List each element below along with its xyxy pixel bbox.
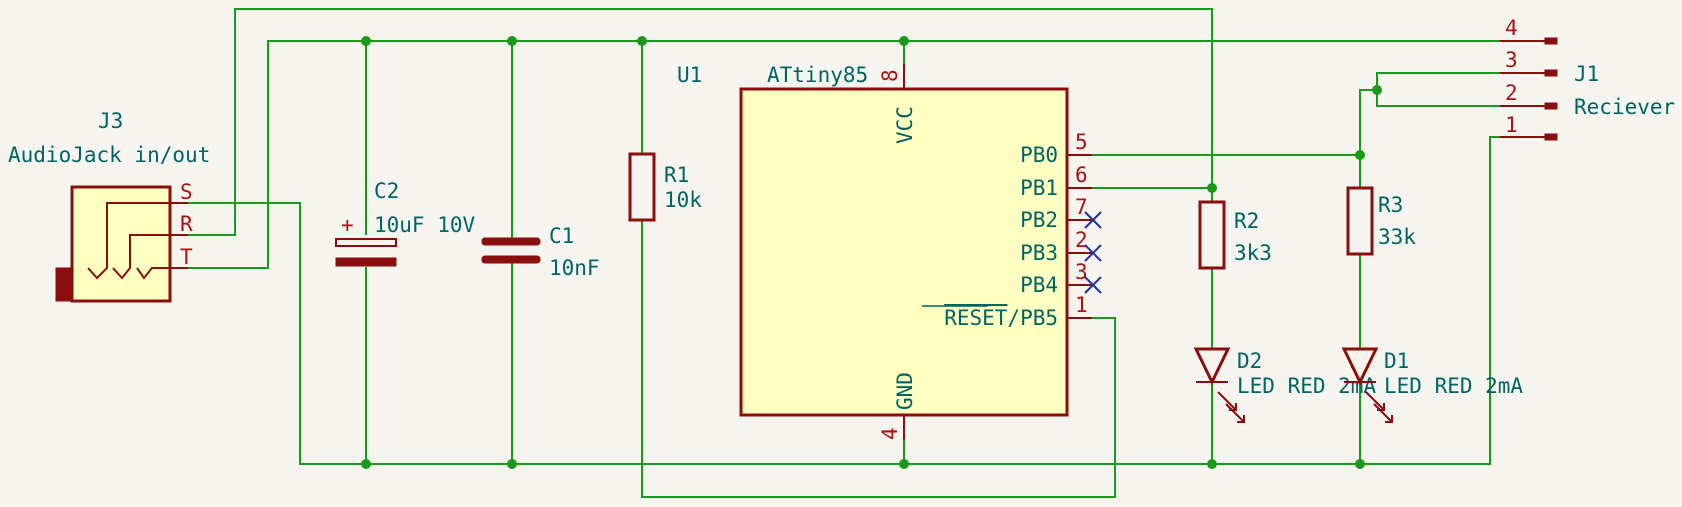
j3-body <box>70 185 172 303</box>
component-r3[interactable]: R3 33k <box>1346 186 1416 256</box>
u1-pin-name-pb5: RESET/PB5 <box>944 306 1058 330</box>
junction-dot <box>361 36 371 46</box>
u1-gnd-pin-num: 4 <box>878 427 902 440</box>
wire-j1-pin3 <box>1376 72 1545 90</box>
r2-value: 3k3 <box>1234 241 1272 265</box>
u1-pin-name-reset: RESET <box>944 306 1008 330</box>
j1-pin-num-2: 2 <box>1505 81 1518 105</box>
u1-pin-name-pb1: PB1 <box>1020 176 1058 200</box>
junction-dot <box>1355 459 1365 469</box>
r1-ref: R1 <box>664 163 689 187</box>
junction-dot <box>507 459 517 469</box>
j3-tip-contact <box>136 267 170 280</box>
c1-plate-bottom <box>481 255 541 264</box>
j1-value: Reciever <box>1574 95 1675 119</box>
r3-body <box>1346 186 1374 256</box>
u1-pin-num-7: 7 <box>1075 195 1088 219</box>
u1-pin-num-3: 3 <box>1075 260 1088 284</box>
j1-ref: J1 <box>1574 62 1599 86</box>
junctions <box>361 36 1382 469</box>
component-j3[interactable]: J3 AudioJack in/out S R T <box>8 109 210 303</box>
j3-ring-contact <box>112 234 170 280</box>
r2-ref: R2 <box>1234 209 1259 233</box>
u1-pin-num-1: 1 <box>1075 293 1088 317</box>
junction-dot <box>507 36 517 46</box>
u1-pin-num-6: 6 <box>1075 163 1088 187</box>
u1-ref: U1 <box>677 63 702 87</box>
junction-dot <box>1372 85 1382 95</box>
d2-ref: D2 <box>1237 349 1262 373</box>
j3-plug-stub <box>55 267 73 302</box>
no-connect-marker <box>1084 211 1102 229</box>
c1-ref: C1 <box>549 224 574 248</box>
wire-ring-net <box>188 8 1213 236</box>
component-c2[interactable]: + C2 10uF 10V <box>335 179 476 267</box>
no-connect-marker <box>1084 276 1102 294</box>
j3-pin-s: S <box>180 180 193 204</box>
u1-value: ATtiny85 <box>767 63 868 87</box>
d1-light-arrows <box>1365 391 1393 423</box>
d2-light-arrows <box>1217 391 1245 423</box>
junction-dot <box>637 36 647 46</box>
u1-vcc-pin-num: 8 <box>878 69 902 82</box>
j3-ref: J3 <box>98 109 123 133</box>
j1-pin-num-3: 3 <box>1505 48 1518 72</box>
j3-value: AudioJack in/out <box>8 143 210 167</box>
r1-value: 10k <box>664 188 702 212</box>
j1-pin-num-1: 1 <box>1505 113 1518 137</box>
junction-dot <box>899 459 909 469</box>
u1-pin-name-pb3: PB3 <box>1020 241 1058 265</box>
j1-pin-stub <box>1544 37 1558 45</box>
u1-body <box>739 87 1069 417</box>
j3-pin-r: R <box>180 212 193 236</box>
component-r2[interactable]: R2 3k3 <box>1198 200 1272 270</box>
d1-triangle <box>1341 347 1379 386</box>
c1-plate-top <box>481 237 541 246</box>
j1-pin-stub <box>1544 69 1558 77</box>
j1-pin-stub <box>1544 133 1558 141</box>
u1-pin-name-pb5-suffix: /PB5 <box>1007 306 1058 330</box>
junction-dot <box>1355 150 1365 160</box>
d2-triangle <box>1193 347 1231 386</box>
c1-value: 10nF <box>549 256 600 280</box>
component-r1[interactable]: R1 10k <box>628 152 702 222</box>
u1-vcc-label: VCC <box>893 106 917 144</box>
component-d1[interactable]: D1 LED RED 2mA <box>1341 347 1523 423</box>
j3-sleeve-contact <box>87 202 170 280</box>
u1-pin-name-pb4: PB4 <box>1020 273 1058 297</box>
u1-gnd-label: GND <box>893 372 917 410</box>
u1-pin-name-pb2: PB2 <box>1020 208 1058 232</box>
d1-ref: D1 <box>1384 349 1409 373</box>
junction-dot <box>899 36 909 46</box>
j1-pin-num-4: 4 <box>1505 16 1518 40</box>
u1-pin-name-pb0: PB0 <box>1020 143 1058 167</box>
r2-body <box>1198 200 1226 270</box>
r1-body <box>628 152 656 222</box>
d2-value: LED RED 2mA <box>1237 374 1376 398</box>
junction-dot <box>361 459 371 469</box>
junction-dot <box>1207 183 1217 193</box>
c2-value: 10uF 10V <box>374 213 476 237</box>
c2-plate-bottom <box>335 257 397 267</box>
component-d2[interactable]: D2 LED RED 2mA <box>1193 347 1376 423</box>
wire-reset-net <box>641 220 1116 498</box>
j3-pin-t: T <box>180 245 193 269</box>
j1-pin-stub <box>1544 102 1558 110</box>
d1-value: LED RED 2mA <box>1384 374 1523 398</box>
r3-value: 33k <box>1378 225 1416 249</box>
c2-plate-top <box>335 238 397 247</box>
wire-sleeve-gnd <box>188 136 1545 465</box>
c2-polarity: + <box>341 213 354 237</box>
u1-pin-num-5: 5 <box>1075 130 1088 154</box>
component-j1[interactable]: 4 3 2 1 J1 Reciever <box>1500 16 1675 141</box>
no-connect-marker <box>1084 244 1102 262</box>
component-c1[interactable]: C1 10nF <box>481 224 600 280</box>
c2-ref: C2 <box>374 179 399 203</box>
component-u1[interactable]: U1 ATtiny85 8 VCC 4 GND PB0 PB1 PB2 PB3 … <box>677 63 1102 440</box>
r3-ref: R3 <box>1378 193 1403 217</box>
u1-pin-num-2: 2 <box>1075 228 1088 252</box>
junction-dot <box>1207 459 1217 469</box>
